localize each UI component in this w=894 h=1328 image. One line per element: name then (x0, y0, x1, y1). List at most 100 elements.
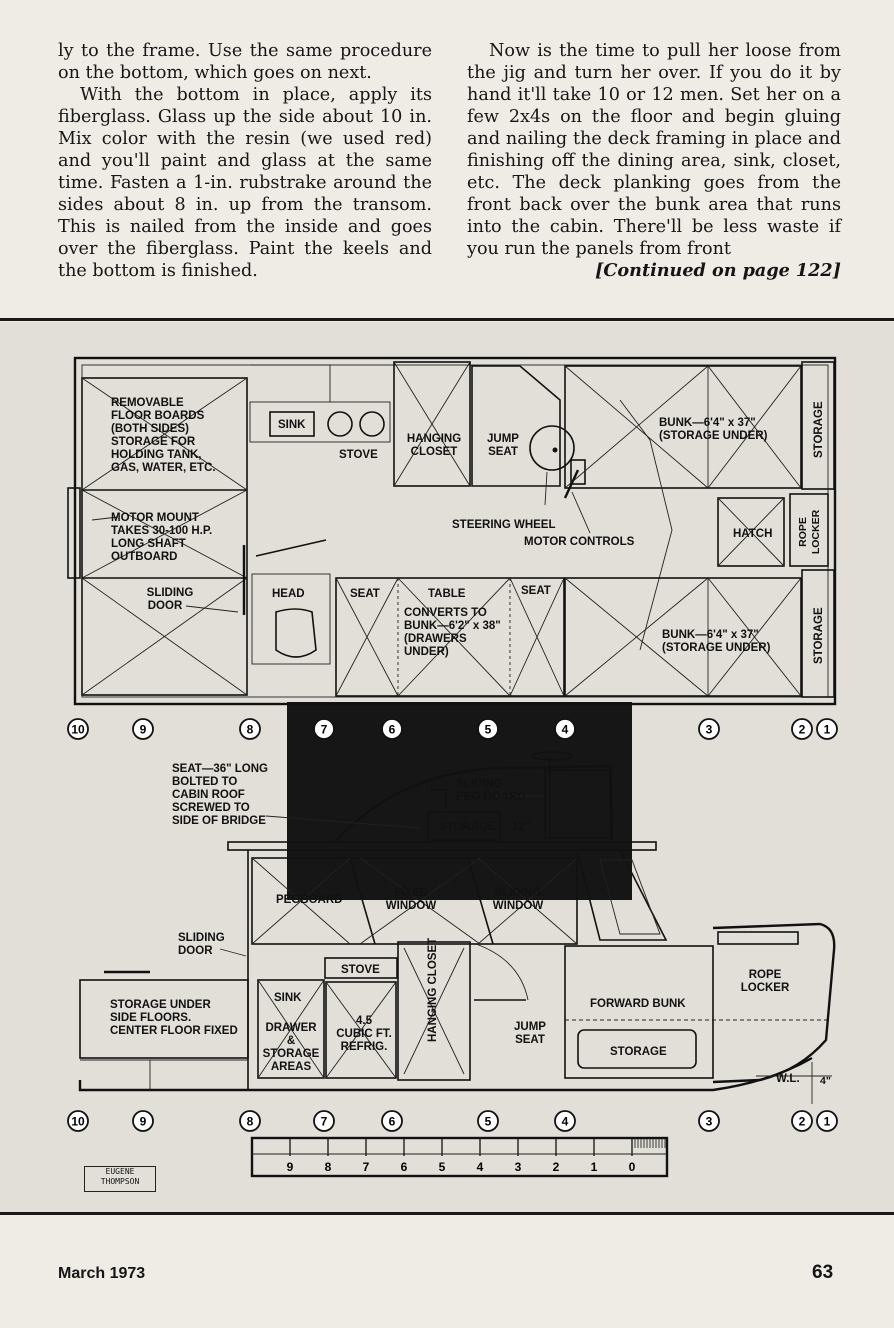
svg-text:BUNK—6'4" x 37"(STORAGE UNDER): BUNK—6'4" x 37"(STORAGE UNDER) (659, 417, 768, 442)
label-stove: STOVE (339, 449, 378, 461)
station-circle (698, 718, 720, 740)
article-paragraph: Now is the time to pull her loose from t… (467, 41, 841, 259)
label: HANGING (407, 433, 461, 445)
page-number: 63 (812, 1262, 834, 1283)
label: DOOR (178, 945, 213, 957)
station-circle (239, 718, 261, 740)
label: STORAGE (263, 1048, 320, 1060)
station-circle (67, 1110, 89, 1132)
station-circle (313, 718, 335, 740)
label-head: HEAD (272, 588, 305, 600)
station-number: 9 (140, 1115, 147, 1129)
station-circle (381, 1110, 403, 1132)
station-number: 3 (706, 1115, 713, 1129)
scale-number: 6 (401, 1160, 408, 1174)
label: UNDER) (404, 646, 449, 658)
station-number: 4 (562, 723, 569, 737)
label: BUNK—6'2" x 38" (404, 620, 501, 632)
label-storage: STORAGE (813, 607, 825, 664)
divider-top (0, 318, 894, 321)
station-circle (477, 718, 499, 740)
label: SLIDING (147, 587, 194, 599)
label: SLIDING (178, 932, 225, 944)
label: TABLE (428, 588, 466, 600)
station-number: 2 (799, 723, 806, 737)
scale-number: 3 (515, 1160, 522, 1174)
dimension-12: 12" (512, 821, 530, 833)
artist-signature: EUGENE THOMPSON (84, 1166, 156, 1192)
label-hanging-closet: HANGING CLOSET (427, 938, 439, 1042)
label-hatch: HATCH (733, 528, 772, 540)
station-circle (132, 718, 154, 740)
label: MOTOR MOUNT (111, 512, 199, 524)
label-seat: SEAT (521, 585, 551, 597)
label: ROPE (797, 517, 809, 547)
label-storage: STORAGE (813, 401, 825, 458)
divider-bottom (0, 1212, 894, 1215)
label: DRAWER (265, 1022, 317, 1034)
scale-number: 4 (477, 1160, 484, 1174)
station-number: 8 (247, 723, 254, 737)
label: LOCKER (741, 982, 790, 994)
label: SEAT (488, 446, 518, 458)
footer-date: March 1973 (58, 1265, 146, 1282)
label: CUBIC FT. (336, 1028, 392, 1040)
scale-number: 1 (591, 1160, 598, 1174)
label-seat: SEAT (350, 588, 380, 600)
dimension-4: 4" (820, 1075, 831, 1087)
scale-bar (250, 1136, 669, 1178)
background-shade (287, 702, 632, 900)
article-paragraph: With the bottom in place, apply its fibe… (58, 85, 432, 281)
label-waterline: W.L. (776, 1073, 800, 1085)
label: (DRAWERS (404, 633, 467, 645)
station-circle (698, 1110, 720, 1132)
profile-view (78, 751, 836, 1104)
svg-text:ROPELOCKER: ROPELOCKER (797, 509, 822, 554)
station-circle (554, 1110, 576, 1132)
station-number: 8 (247, 1115, 254, 1129)
continued-note: [Continued on page 122] (595, 260, 841, 281)
label: STORAGE UNDER (110, 999, 211, 1011)
station-number: 7 (321, 723, 328, 737)
label: FIXED (394, 887, 428, 899)
label: SEAT (515, 1034, 545, 1046)
label: AREAS (271, 1061, 312, 1073)
scale-number: 2 (553, 1160, 560, 1174)
label-storage: STORAGE (610, 1046, 667, 1058)
scale-number: 9 (287, 1160, 294, 1174)
label: WINDOW (493, 900, 544, 912)
label: SIDE FLOORS. (110, 1012, 191, 1024)
label-pegboard: PEGBOARD (276, 894, 342, 906)
label: WINDOW (386, 900, 437, 912)
label: SLIDING (456, 778, 503, 790)
label: (STORAGE UNDER) (662, 642, 771, 654)
signature-line: THOMPSON (100, 1177, 140, 1186)
label: CENTER FLOOR FIXED (110, 1025, 238, 1037)
label: SCREWED TO (172, 802, 250, 814)
label-sink: SINK (274, 992, 302, 1004)
station-number: 1 (824, 723, 831, 737)
station-number: 6 (389, 723, 396, 737)
scale-number: 7 (363, 1160, 370, 1174)
article-column-left: ly to the frame. Use the same procedure … (58, 40, 432, 282)
label: ROPE (749, 969, 782, 981)
station-circle (791, 718, 813, 740)
station-number: 7 (321, 1115, 328, 1129)
station-number: 2 (799, 1115, 806, 1129)
station-circle (791, 1110, 813, 1132)
label: JUMP (487, 433, 519, 445)
svg-text:ROPELOCKER: ROPELOCKER (741, 969, 790, 994)
station-circle (381, 718, 403, 740)
